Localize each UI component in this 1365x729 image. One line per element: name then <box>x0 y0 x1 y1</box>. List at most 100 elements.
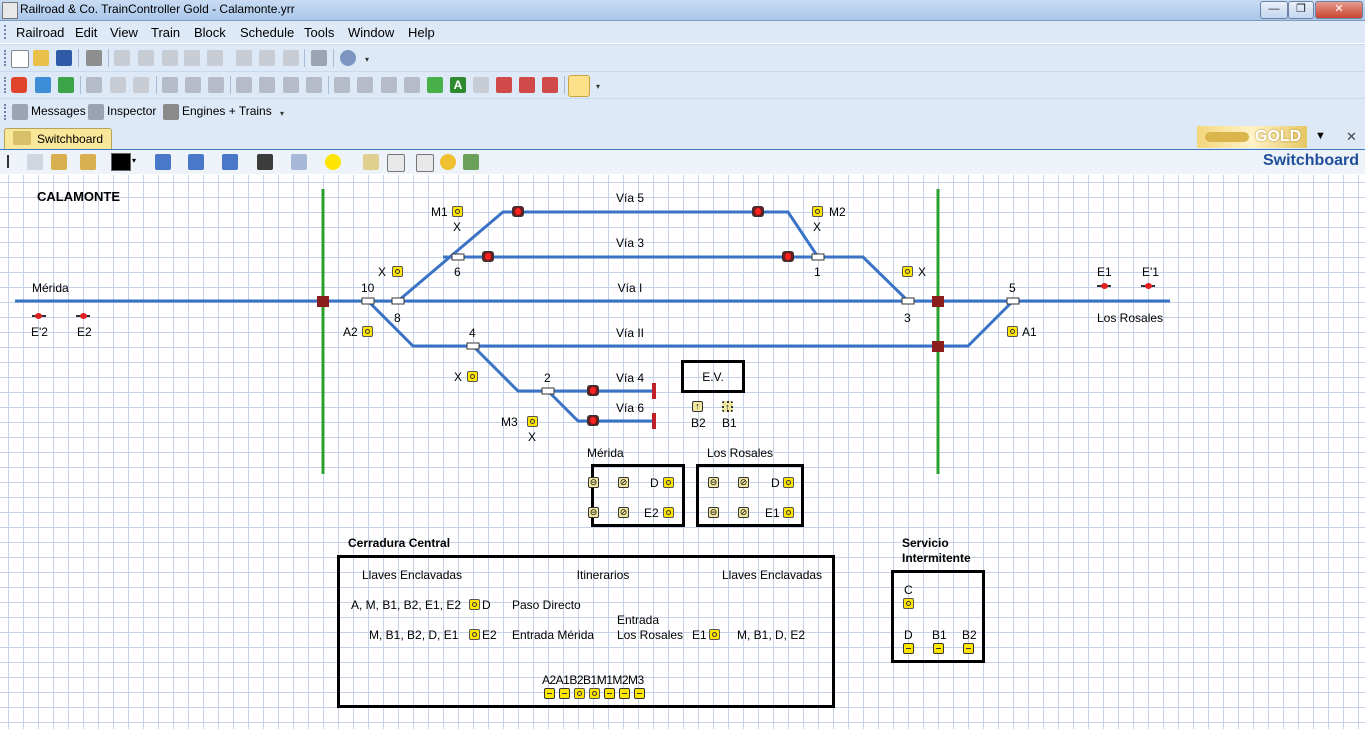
signal-m2[interactable] <box>812 206 823 217</box>
new-file-icon[interactable] <box>11 50 29 68</box>
indicator-tool-icon[interactable] <box>325 154 341 170</box>
menu-view[interactable]: View <box>110 25 138 40</box>
cut-icon[interactable] <box>162 50 178 66</box>
dwarf-signal-e1p-icon[interactable] <box>1141 283 1155 289</box>
rosales-e1-indicator[interactable] <box>783 507 794 518</box>
signal-x-right-indicator[interactable] <box>902 266 913 277</box>
link-red-3-icon[interactable] <box>542 77 558 93</box>
flip-right-icon[interactable] <box>259 50 275 66</box>
signal-x-left-indicator[interactable] <box>392 266 403 277</box>
engines-trains-button[interactable]: Engines + Trains <box>182 104 272 118</box>
save-icon[interactable] <box>56 50 72 66</box>
print-icon[interactable] <box>86 50 102 66</box>
rosales-d-indicator[interactable] <box>783 477 794 488</box>
train-stop-icon[interactable] <box>208 77 224 93</box>
close-button[interactable]: ✕ <box>1315 1 1363 19</box>
dwarf-signal-e1-icon[interactable] <box>1097 283 1111 289</box>
servicio-c-indicator[interactable] <box>903 598 914 609</box>
menu-block[interactable]: Block <box>194 25 226 40</box>
key-a1[interactable] <box>559 688 570 699</box>
lever-rosales-2-icon[interactable]: ⊘ <box>738 477 749 488</box>
messages-icon[interactable] <box>12 104 28 120</box>
zoom-icon[interactable] <box>27 154 43 170</box>
lever-merida-1-icon[interactable]: ⊖ <box>588 477 599 488</box>
lever-rosales-4-icon[interactable]: ⊘ <box>738 507 749 518</box>
paint-icon[interactable] <box>80 154 96 170</box>
key-b1[interactable] <box>589 688 600 699</box>
key-b1-icon[interactable]: ↑ <box>722 401 733 412</box>
route-tool-icon[interactable] <box>363 154 379 170</box>
inspector-icon[interactable] <box>88 104 104 120</box>
occupancy-via6[interactable] <box>587 415 599 426</box>
track-tool-icon[interactable] <box>155 154 171 170</box>
servicio-b1-button[interactable] <box>933 643 944 654</box>
signal-m3[interactable] <box>527 416 538 427</box>
lever-merida-3-icon[interactable]: ⊖ <box>588 507 599 518</box>
occupancy-via5-right[interactable] <box>752 206 764 217</box>
image-tool-icon[interactable] <box>463 154 479 170</box>
lever-merida-4-icon[interactable]: ⊘ <box>618 507 629 518</box>
signal-a1[interactable] <box>1007 326 1018 337</box>
route-up-icon[interactable] <box>404 77 420 93</box>
tab-switchboard[interactable]: Switchboard <box>4 128 112 149</box>
merida-d-indicator[interactable] <box>663 477 674 488</box>
menu-schedule[interactable]: Schedule <box>240 25 295 40</box>
face-icon[interactable] <box>440 154 456 170</box>
flip-left-icon[interactable] <box>236 50 252 66</box>
lever-merida-2-icon[interactable]: ⊘ <box>618 477 629 488</box>
signal-m1[interactable] <box>452 206 463 217</box>
toolbar-overflow-icon[interactable]: ▾ <box>596 82 601 91</box>
turnout-tool-icon[interactable] <box>188 154 204 170</box>
block-left-icon[interactable] <box>236 77 252 93</box>
pointer-icon[interactable] <box>7 155 19 168</box>
toolbar-overflow-icon[interactable]: ▾ <box>280 109 285 118</box>
row2-indicator[interactable] <box>469 629 480 640</box>
clock-icon[interactable] <box>568 75 590 97</box>
display-icon[interactable] <box>110 77 126 93</box>
tools-icon[interactable] <box>311 50 327 66</box>
color-dropdown-icon[interactable]: ▾ <box>132 156 137 165</box>
menu-edit[interactable]: Edit <box>75 25 98 40</box>
signal-tool-icon[interactable] <box>257 154 273 170</box>
occupancy-via3-left[interactable] <box>482 251 494 262</box>
freeze-icon[interactable] <box>35 77 51 93</box>
block-icon[interactable] <box>283 77 299 93</box>
menu-help[interactable]: Help <box>408 25 435 40</box>
text-a-icon[interactable]: A <box>450 77 466 93</box>
menu-railroad[interactable]: Railroad <box>16 25 65 40</box>
maximize-button[interactable]: ❐ <box>1288 1 1314 19</box>
train-go-icon[interactable] <box>185 77 201 93</box>
route-right-icon[interactable] <box>357 77 373 93</box>
occupancy-via5-left[interactable] <box>512 206 524 217</box>
copy-icon[interactable] <box>184 50 200 66</box>
timer-icon[interactable] <box>473 77 489 93</box>
pencil-icon[interactable] <box>51 154 67 170</box>
route-left-icon[interactable] <box>334 77 350 93</box>
open-folder-icon[interactable] <box>33 50 49 66</box>
block-tool-icon[interactable] <box>291 154 307 170</box>
block-right-icon[interactable] <box>259 77 275 93</box>
properties-icon[interactable] <box>283 50 299 66</box>
messages-button[interactable]: Messages <box>31 104 86 118</box>
undo-icon[interactable] <box>114 50 130 66</box>
route-down-icon[interactable] <box>381 77 397 93</box>
text-tool-icon[interactable] <box>387 154 405 172</box>
menu-train[interactable]: Train <box>151 25 181 40</box>
link-red-2-icon[interactable] <box>519 77 535 93</box>
key-m2[interactable] <box>619 688 630 699</box>
engines-trains-icon[interactable] <box>163 104 179 120</box>
signal-x-via4-indicator[interactable] <box>467 371 478 382</box>
sync-icon[interactable] <box>427 77 443 93</box>
go-icon[interactable] <box>58 77 74 93</box>
key-m3[interactable] <box>634 688 645 699</box>
tab-close-icon[interactable]: ✕ <box>1346 129 1357 144</box>
tab-menu-icon[interactable]: ▼ <box>1315 130 1326 142</box>
dwarf-signal-e2p-icon[interactable] <box>32 313 46 319</box>
menu-window[interactable]: Window <box>348 25 395 40</box>
lever-rosales-3-icon[interactable]: ⊖ <box>708 507 719 518</box>
color-picker[interactable] <box>111 153 131 171</box>
calculator-icon[interactable] <box>133 77 149 93</box>
emergency-stop-icon[interactable] <box>11 77 27 93</box>
block-edit-icon[interactable] <box>306 77 322 93</box>
occupancy-via4[interactable] <box>587 385 599 396</box>
